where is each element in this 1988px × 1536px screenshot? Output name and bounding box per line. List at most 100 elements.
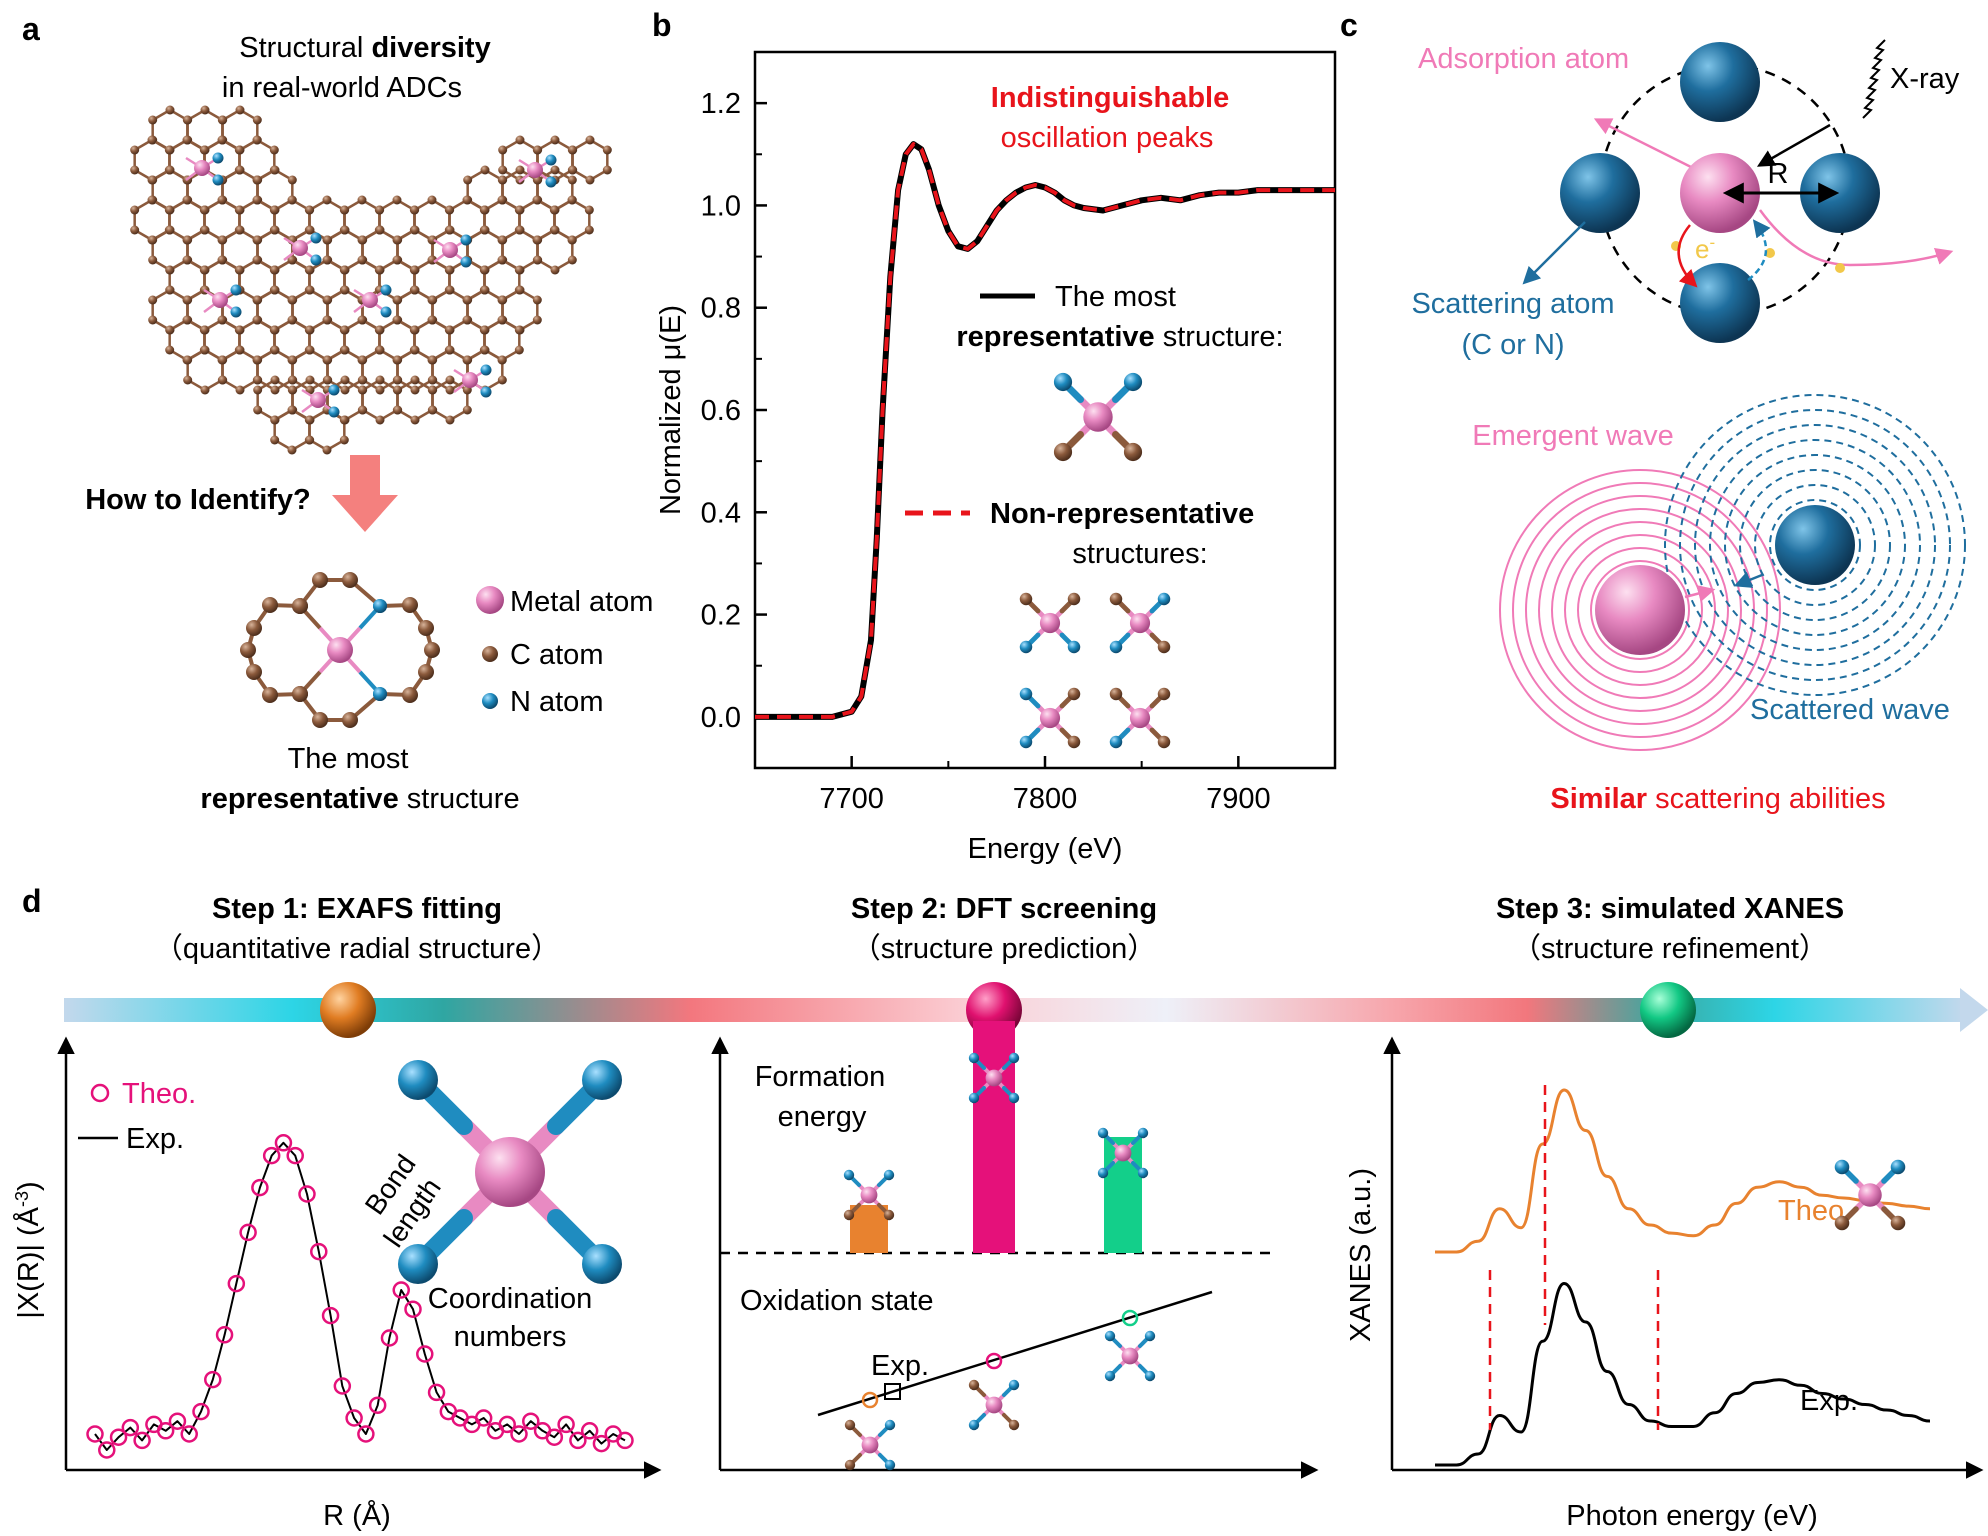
exafs-theo-point [180,1425,198,1443]
carbon-atom [410,225,420,235]
exafs-theo-point [251,1178,269,1197]
carbon-atom [1067,592,1081,606]
carbon-atom [550,135,560,145]
carbon-atom [480,265,490,275]
exafs-theo-point [392,1281,410,1299]
hex-ring [221,348,259,392]
carbon-atom [165,225,175,235]
carbon-atom [568,145,578,155]
carbon-atom [200,105,210,115]
carbon-atom [262,687,278,703]
adc-network-structure [130,105,612,455]
nitrogen-atom [460,234,472,246]
emergent-wave-ring [1499,469,1781,751]
carbon-atom [165,205,175,215]
carbon-atom [375,205,385,215]
legend-metal-label: Metal atom [510,586,653,618]
x-tick-label: 7900 [1206,783,1271,815]
nitrogen-atom [398,1060,438,1100]
nitrogen-atom [1137,1127,1149,1139]
nitrogen-atom [1834,1159,1850,1175]
carbon-atom [165,145,175,155]
nitrogen-atom [480,386,492,398]
carbon-atom [292,686,308,702]
exafs-theo-point [286,1146,304,1165]
carbon-atom [1109,592,1123,606]
carbon-atom [462,315,472,325]
nitrogen-atom [1008,1379,1020,1391]
chart-b-heading-bold: Indistinguishable [991,82,1229,114]
carbon-atom [402,597,418,613]
nitrogen-atom [480,364,492,376]
carbon-atom [270,165,280,175]
carbon-atom [270,375,280,385]
nitrogen-atom [380,306,392,318]
carbon-atom [393,385,403,395]
carbon-atom [358,385,368,395]
carbon-atom [340,285,350,295]
legend-nitrogen-label: N atom [510,686,603,718]
carbon-atom [480,325,490,335]
legend-solid-label: representative structure: [956,321,1283,353]
similar-rest: scattering abilities [1647,783,1886,815]
panel-a-caption-line1: The most [288,743,409,775]
similar-abilities-label: Similar scattering abilities [1550,783,1885,815]
carbon-atom [148,295,158,305]
carbon-atom [200,325,210,335]
green-state-marker [1121,1309,1139,1327]
carbon-atom [410,325,420,335]
nitrogen-atom [1008,1092,1020,1104]
carbon-atom [514,325,524,335]
step3-title: Step 3: simulated XANES [1496,893,1844,925]
carbon-atom [200,345,210,355]
carbon-atom [270,265,280,275]
nitrogen-atom [1104,1330,1116,1342]
metal-atom [1083,402,1113,432]
representative-molecule-icon [1053,372,1143,462]
exafs-theo-point [522,1412,540,1430]
adsorption-atom-wave [1595,565,1685,655]
carbon-atom [514,265,524,275]
electron-label-sup: - [1709,233,1715,252]
carbon-atom [340,225,350,235]
carbon-atom [270,285,280,295]
carbon-atom [567,235,577,245]
carbon-atom [393,235,403,245]
carbon-atom [498,295,508,305]
nitrogen-atom [968,1092,980,1104]
scattering-atom-pointer [1522,221,1586,285]
scattered-wave-ring [1709,439,1921,651]
legend-solid-rest: structure: [1155,321,1284,353]
carbon-atom [322,255,332,265]
carbon-atom [480,345,490,355]
carbon-atom [182,255,192,265]
carbon-atom [515,285,525,295]
carbon-atom [246,620,262,636]
nitrogen-atom [373,599,387,613]
nitrogen-atom [310,232,322,244]
carbon-atom [182,315,192,325]
legend-theo-marker [90,1083,110,1103]
carbon-atom [270,345,280,355]
panel-a-caption: representative structure [200,783,519,815]
bond-molecule-icon [398,1060,622,1284]
carbon-atom [602,145,612,155]
nitrogen-atom [230,306,242,318]
carbon-atom [165,325,175,335]
carbon-atom [200,385,210,395]
carbon-atom [584,225,594,235]
carbon-atom [218,375,228,385]
carbon-atom [165,105,175,115]
distance-r-label: R [1768,158,1789,190]
legend-solid-bold: representative [956,321,1154,353]
carbon-atom [287,315,297,325]
carbon-atom [235,225,245,235]
legend-carbon-label: C atom [510,639,603,671]
carbon-atom [270,415,280,425]
nitrogen-atom [545,176,557,188]
exafs-theo-point [498,1415,516,1434]
carbon-atom [410,385,420,395]
carbon-atom [1157,640,1171,654]
carbon-atom [165,265,175,275]
coordination-label-1: Coordination [428,1283,592,1315]
